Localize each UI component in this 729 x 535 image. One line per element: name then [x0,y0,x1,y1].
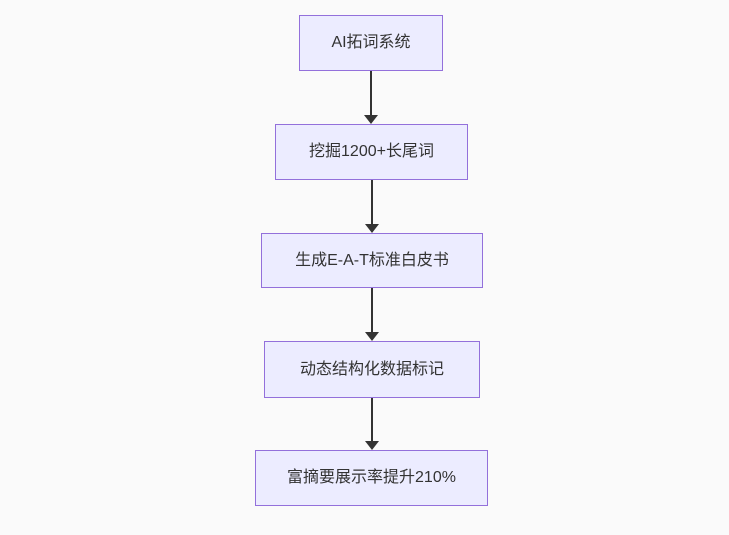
flow-arrow [364,71,378,124]
flow-arrow-line [371,288,373,333]
arrowhead-down-icon [365,332,379,341]
flowchart-node: 生成E-A-T标准白皮书 [261,233,483,288]
flowchart-node: 富摘要展示率提升210% [255,450,488,506]
arrowhead-down-icon [364,224,379,233]
flow-arrow-line [370,180,373,225]
flow-arrow-line [370,71,372,116]
flow-arrow [365,288,379,341]
flow-arrow-line [371,398,373,442]
flow-arrow [364,180,379,233]
flowchart-node: 挖掘1200+长尾词 [275,124,468,180]
flowchart-node: 动态结构化数据标记 [264,341,480,398]
arrowhead-down-icon [364,115,378,124]
flow-arrow [365,398,379,450]
arrowhead-down-icon [365,441,379,450]
flowchart-node: AI拓词系统 [299,15,443,71]
